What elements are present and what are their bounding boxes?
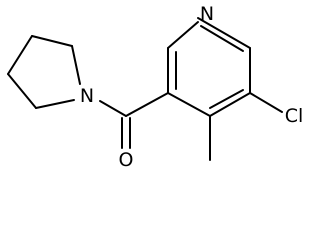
molecule-structure: N N O Cl <box>7 3 304 171</box>
bond-cb-cc <box>7 35 33 75</box>
bond-n-c2 <box>197 17 251 49</box>
carbonyl-oxygen-label: O <box>119 149 134 171</box>
bond-c5-carbonyl <box>125 92 169 117</box>
bond-cd-n <box>35 99 75 109</box>
bond-n-ca <box>71 45 81 85</box>
bond-c3-c4-inner <box>209 89 244 109</box>
bond-c3-c4 <box>209 92 251 117</box>
pyridine-nitrogen-label: N <box>200 3 214 25</box>
bond-carbonyl-amide-n <box>99 100 127 117</box>
bond-c3-cl <box>249 92 283 113</box>
bond-ca-cb <box>31 35 73 47</box>
bond-c4-c5 <box>167 92 211 117</box>
bond-n-c2-inner <box>200 25 244 52</box>
structure-canvas: N N O Cl <box>7 3 304 171</box>
chlorine-label: Cl <box>285 105 304 127</box>
amide-nitrogen-label: N <box>80 85 94 107</box>
bond-c6-n <box>167 21 199 49</box>
bond-cc-cd <box>7 73 37 109</box>
